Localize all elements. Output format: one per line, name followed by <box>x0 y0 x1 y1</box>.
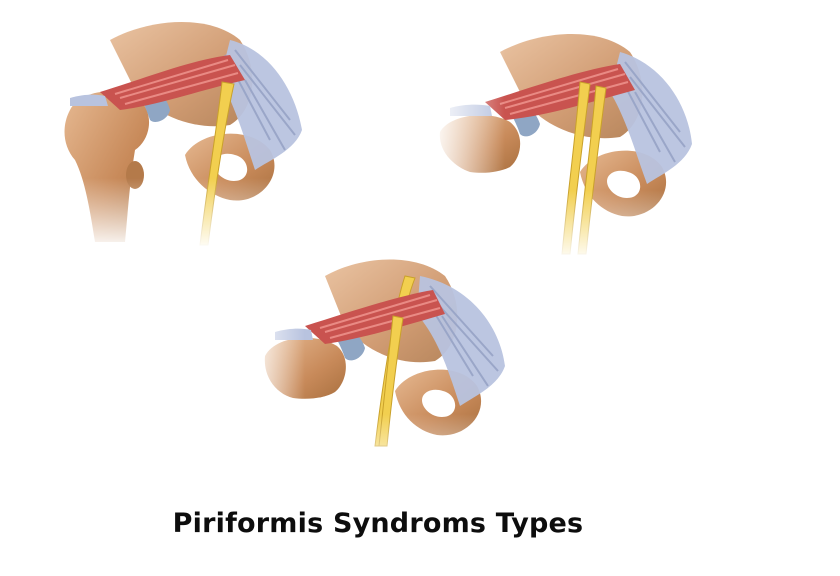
slide-caption: Piriformis Syndroms Types <box>172 508 584 539</box>
hip-anatomy-illustration-1 <box>40 10 340 250</box>
hip-anatomy-illustration-2 <box>430 22 730 262</box>
hip-anatomy-illustration-3 <box>245 246 545 486</box>
